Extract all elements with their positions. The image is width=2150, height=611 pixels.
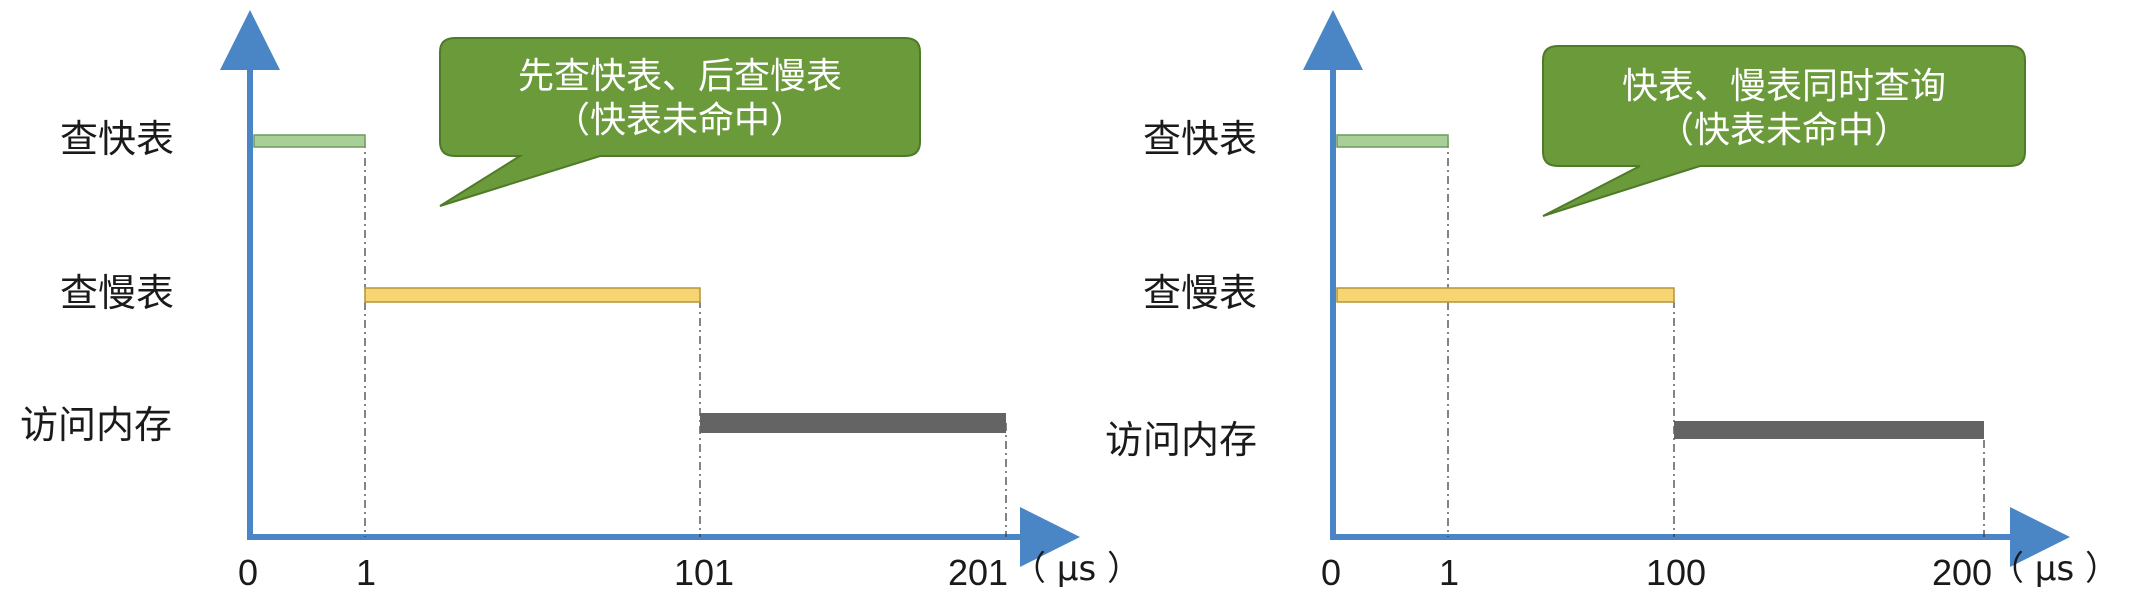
right-row-label-memory-access: 访问内存 — [1105, 418, 1257, 462]
right-tick-200: 200 — [1932, 552, 1992, 593]
left-callout-line1: 先查快表、后查慢表 — [518, 56, 842, 97]
left-tick-0: 0 — [238, 552, 258, 593]
right-timing-diagram: 查快表 查慢表 访问内存 0 1 100 200 （ μs ） 快表、慢表同时查… — [1105, 10, 2119, 593]
left-tick-201: 201 — [948, 552, 1008, 593]
right-tick-0: 0 — [1321, 552, 1341, 593]
right-callout-line2: （快表未命中） — [1658, 110, 1910, 151]
right-callout-line1: 快表、慢表同时查询 — [1622, 66, 1946, 107]
left-timing-diagram: 查快表 查慢表 访问内存 0 1 101 201 （ μs ） 先查快表、后查慢… — [20, 10, 1141, 593]
right-tick-100: 100 — [1646, 552, 1706, 593]
left-bar-memory-access — [700, 413, 1006, 433]
left-callout-bubble — [439, 37, 921, 207]
right-bar-slow-table — [1336, 287, 1675, 303]
right-bar-memory-access — [1674, 421, 1984, 439]
left-bar-fast-table — [253, 134, 366, 148]
left-tick-1: 1 — [356, 552, 376, 593]
left-tick-101: 101 — [674, 552, 734, 593]
right-row-label-slow-table: 查慢表 — [1143, 271, 1257, 315]
left-row-label-fast-table: 查快表 — [60, 117, 174, 161]
right-unit-label: （ μs ） — [1990, 549, 2119, 589]
left-unit-label: （ μs ） — [1012, 549, 1141, 589]
left-callout-line2: （快表未命中） — [554, 100, 806, 141]
left-row-label-slow-table: 查慢表 — [60, 271, 174, 315]
left-bar-slow-table — [364, 287, 701, 303]
right-bar-fast-table — [1336, 134, 1449, 148]
left-row-label-memory-access: 访问内存 — [20, 403, 172, 447]
right-row-label-fast-table: 查快表 — [1143, 117, 1257, 161]
right-callout-bubble — [1542, 45, 2026, 217]
right-tick-1: 1 — [1439, 552, 1459, 593]
